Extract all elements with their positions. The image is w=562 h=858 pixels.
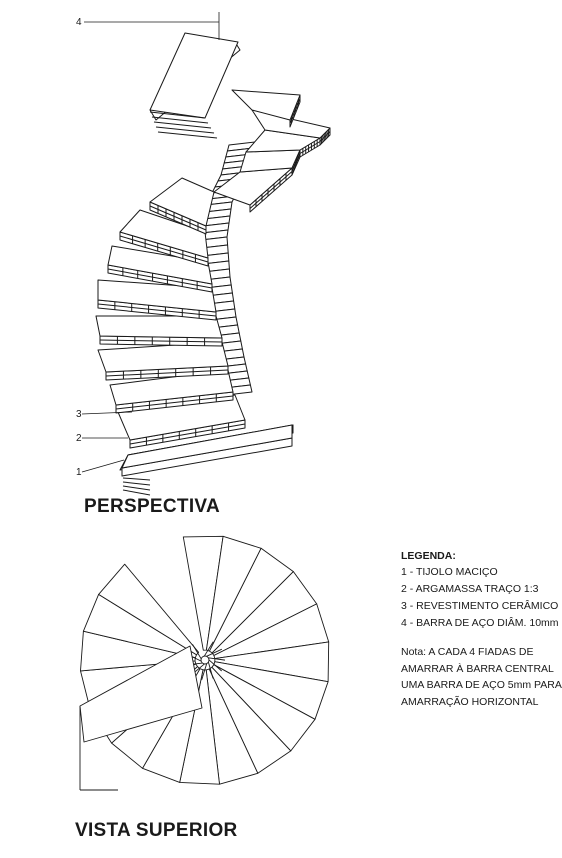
- note-line: UMA BARRA DE AÇO 5mm PARA: [401, 679, 562, 691]
- legend: LEGENDA: 1 - TIJOLO MACIÇO 2 - ARGAMASSA…: [401, 548, 562, 710]
- stair-drawing: 1 2 3 4: [76, 12, 331, 791]
- upper-step-5-mortar-joint: [289, 98, 301, 124]
- hub-brick: [207, 661, 214, 679]
- callout-number: 3: [76, 409, 82, 420]
- base-brick-course: [122, 481, 151, 486]
- step-5-tread: [95, 315, 223, 339]
- callout-number: 4: [76, 17, 82, 28]
- step-5-mortar-joint: [99, 339, 223, 343]
- note-line: AMARRAR À BARRA CENTRAL: [401, 662, 554, 675]
- top-slab-brick-course: [153, 121, 212, 129]
- hub-brick: [208, 659, 222, 672]
- plan-steel-bar: [200, 655, 210, 665]
- upper-step-4-mortar-joint: [319, 131, 331, 142]
- callout-leader: [81, 459, 125, 473]
- legend-item: 4 - BARRA DE AÇO DIÂM. 10mm: [401, 617, 559, 629]
- upper-step-3-mortar-joint: [299, 141, 321, 154]
- top-slab-brick-course: [151, 116, 209, 124]
- top-slab-brick-course: [157, 131, 218, 139]
- top-slab: [149, 32, 239, 119]
- legend-note: Nota: A CADA 4 FIADAS DE AMARRAR À BARRA…: [401, 644, 562, 710]
- legend-item: 2 - ARGAMASSA TRAÇO 1:3: [401, 583, 539, 595]
- callout-leader: [81, 411, 133, 415]
- base-brick-course: [122, 477, 151, 481]
- note-line: Nota: A CADA 4 FIADAS DE: [401, 646, 534, 658]
- legend-title: LEGENDA:: [401, 550, 456, 562]
- upper-step-2-mortar-joint: [291, 153, 301, 172]
- step-9-tread: [149, 177, 215, 227]
- hub-brick: [203, 641, 214, 657]
- hub-brick: [206, 648, 223, 657]
- step-7-mortar-joint: [107, 268, 213, 289]
- callout-number: 2: [76, 433, 82, 444]
- callout-lines: 1 2 3 4: [76, 12, 220, 478]
- top-slab-brick-course: [155, 126, 215, 134]
- perspective-heading: PERSPECTIVA: [84, 496, 220, 517]
- upper-step-5-tread: [231, 89, 301, 121]
- top-view-heading: VISTA SUPERIOR: [75, 820, 238, 841]
- step-2-mortar-joint: [129, 423, 246, 445]
- base-brick-course: [122, 489, 151, 496]
- legend-item: 1 - TIJOLO MACIÇO: [401, 566, 498, 578]
- base-slab: [121, 424, 293, 469]
- plan-landing: [79, 645, 203, 743]
- step-6-mortar-joint: [97, 303, 217, 317]
- step-9-mortar-joint: [149, 205, 207, 231]
- hub-brick: [208, 657, 226, 661]
- step-8-mortar-joint: [119, 235, 209, 263]
- callout-number: 1: [76, 467, 82, 478]
- legend-item: 3 - REVESTIMENTO CERÂMICO: [401, 600, 559, 612]
- top-slab-brick-course: [149, 111, 206, 119]
- step-3-mortar-joint: [115, 395, 234, 410]
- step-4-mortar-joint: [105, 369, 229, 377]
- base-brick-course: [122, 485, 151, 491]
- hub-brick: [201, 663, 208, 680]
- top-view-plan: [79, 535, 330, 791]
- upper-step-1-mortar-joint: [249, 171, 293, 209]
- hub-brick: [192, 644, 202, 660]
- note-line: AMARRAÇÃO HORIZONTAL: [401, 695, 539, 708]
- perspective-view: [95, 32, 331, 496]
